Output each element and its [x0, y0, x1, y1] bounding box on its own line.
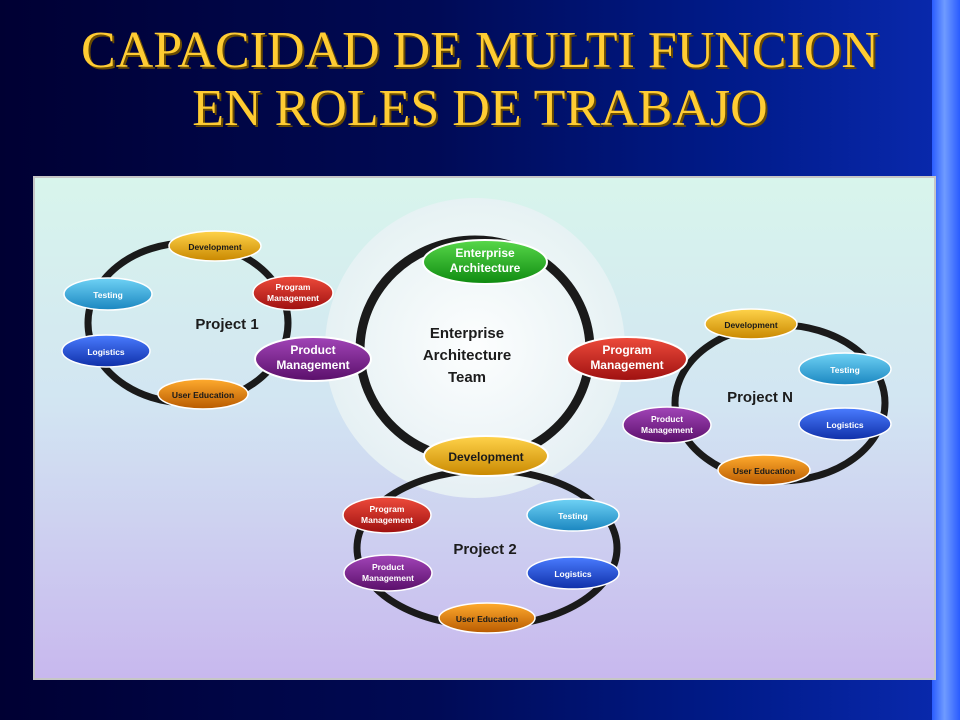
p1-testing-node: Testing	[63, 277, 153, 311]
center-enterprise-architecture-node: Enterprise Architecture	[422, 239, 548, 285]
svg-text:Product: Product	[651, 414, 683, 424]
center-team-label: Enterprise Architecture Team	[423, 325, 511, 386]
center-program-management-node: Program Management	[566, 336, 688, 382]
svg-text:Product: Product	[372, 562, 404, 572]
p2-product-management-node: Product Management	[343, 554, 433, 592]
svg-text:Logistics: Logistics	[87, 347, 125, 357]
center-halo	[325, 198, 625, 498]
projectN-label: Project N	[727, 389, 793, 406]
svg-text:Team: Team	[448, 369, 486, 386]
svg-text:Management: Management	[267, 293, 319, 303]
project1-label: Project 1	[195, 316, 258, 333]
svg-text:Enterprise: Enterprise	[430, 325, 504, 342]
svg-text:Testing: Testing	[93, 290, 123, 300]
center-development-node: Development	[423, 435, 549, 477]
svg-text:Testing: Testing	[830, 365, 860, 375]
diagram-svg: Enterprise Architecture Team Project 1 P…	[61, 198, 892, 634]
svg-text:Enterprise: Enterprise	[455, 246, 515, 260]
svg-text:Logistics: Logistics	[826, 420, 864, 430]
svg-text:Development: Development	[188, 242, 242, 252]
svg-text:Architecture: Architecture	[450, 261, 521, 275]
edge-strip	[932, 0, 960, 720]
svg-text:Management: Management	[276, 358, 349, 372]
svg-text:Management: Management	[362, 573, 414, 583]
svg-text:Management: Management	[641, 425, 693, 435]
p1-logistics-node: Logistics	[61, 334, 151, 368]
p2-user-education-node: User Education	[438, 602, 536, 634]
svg-text:User Education: User Education	[172, 390, 234, 400]
p1-development-node: Development	[168, 230, 262, 262]
pN-product-management-node: Product Management	[622, 406, 712, 444]
p1-program-management-node: Program Management	[252, 275, 334, 311]
svg-text:Development: Development	[724, 320, 778, 330]
slide-title: CAPACIDAD DE MULTI FUNCION EN ROLES DE T…	[20, 22, 940, 138]
svg-text:Development: Development	[448, 450, 523, 464]
svg-text:User Education: User Education	[733, 466, 795, 476]
svg-text:Architecture: Architecture	[423, 347, 511, 364]
title-line-2: EN ROLES DE TRABAJO	[192, 80, 768, 137]
pN-testing-node: Testing	[798, 352, 892, 386]
svg-text:User Education: User Education	[456, 614, 518, 624]
pN-logistics-node: Logistics	[798, 407, 892, 441]
diagram-panel: Enterprise Architecture Team Project 1 P…	[33, 176, 936, 680]
svg-text:Logistics: Logistics	[554, 569, 592, 579]
svg-text:Program: Program	[602, 343, 651, 357]
center-product-management-node: Product Management	[254, 336, 372, 382]
project2-label: Project 2	[453, 541, 516, 558]
p2-testing-node: Testing	[526, 498, 620, 532]
svg-text:Management: Management	[590, 358, 663, 372]
p1-user-education-node: User Education	[157, 378, 249, 410]
svg-text:Testing: Testing	[558, 511, 588, 521]
svg-text:Management: Management	[361, 515, 413, 525]
pN-user-education-node: User Education	[717, 454, 811, 486]
svg-text:Program: Program	[276, 282, 311, 292]
p2-logistics-node: Logistics	[526, 556, 620, 590]
svg-text:Program: Program	[370, 504, 405, 514]
svg-text:Product: Product	[290, 343, 335, 357]
title-line-1: CAPACIDAD DE MULTI FUNCION	[81, 22, 879, 79]
p2-program-management-node: Program Management	[342, 496, 432, 534]
pN-development-node: Development	[704, 308, 798, 340]
